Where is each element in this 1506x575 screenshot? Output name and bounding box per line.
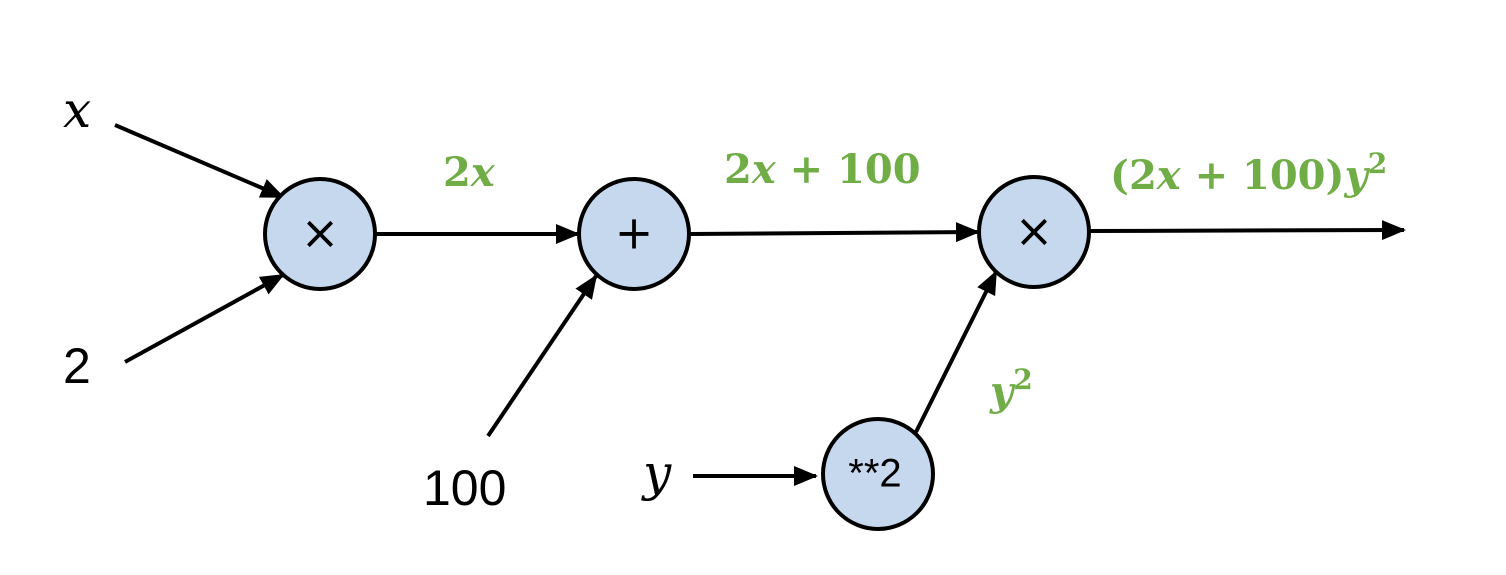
edge-label-y-squared: y2: [989, 363, 1033, 415]
edge-two-to-mul1: [124, 273, 285, 364]
node-add: +: [577, 177, 691, 291]
edge-label-2x-plus-100: 2x + 100: [724, 146, 921, 193]
edge-hundred-to-add: [486, 274, 598, 438]
node-mul1: ×: [263, 177, 377, 291]
node-square: **2: [821, 417, 935, 531]
input-hundred: 100: [423, 460, 506, 516]
multiply-symbol: ×: [1015, 204, 1054, 258]
input-y: y: [641, 444, 672, 502]
edge-label-output: (2x + 100)y2: [1110, 147, 1387, 199]
edge-square-to-mul2: [914, 270, 998, 433]
plus-symbol: +: [615, 206, 654, 260]
square-operator: **2: [848, 452, 901, 496]
input-x: x: [63, 81, 91, 139]
multiply-symbol: ×: [301, 206, 340, 260]
edge-mul2-output: [1089, 220, 1406, 241]
edge-x-to-mul1: [114, 123, 285, 199]
edge-add-to-mul2: [689, 222, 980, 243]
edge-label-2x: 2x: [443, 149, 496, 196]
node-mul2: ×: [977, 175, 1091, 289]
input-two: 2: [63, 338, 91, 394]
